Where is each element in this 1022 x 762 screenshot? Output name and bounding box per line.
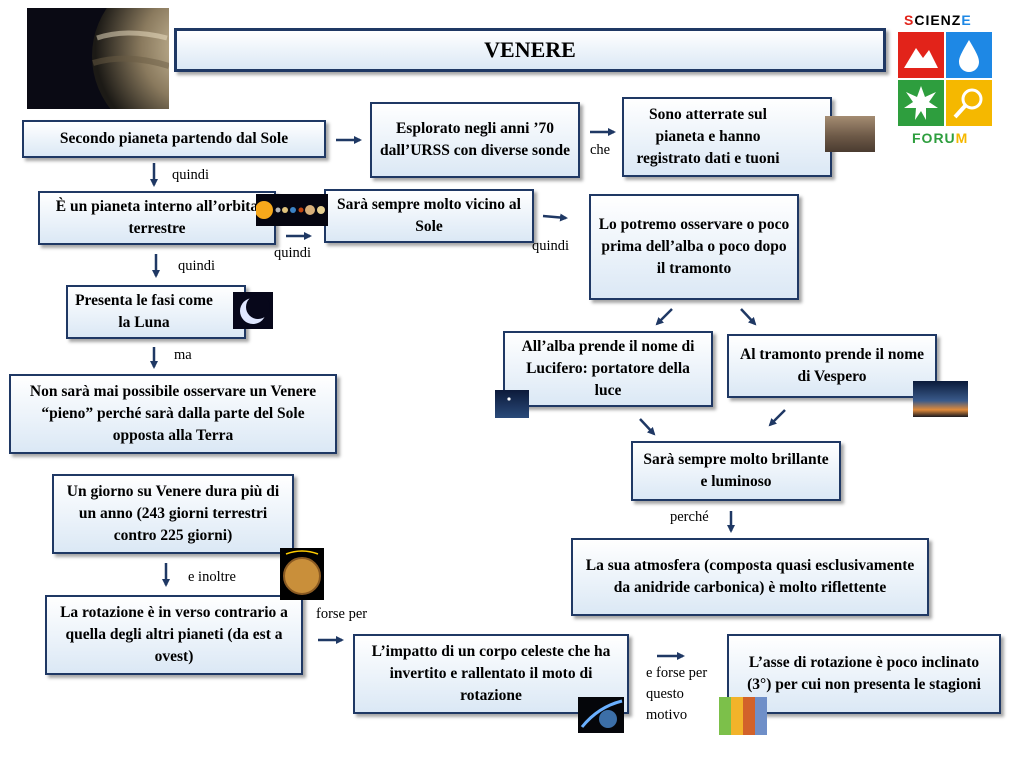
- arrow-osservare-to-alba: [655, 308, 673, 326]
- node-esplorato-urss: Esplorato negli anni ’70 dall’URSS con d…: [370, 102, 580, 178]
- node-osservare-alba-tramonto: Lo potremo osservare o poco prima dell’a…: [589, 194, 799, 300]
- node-atterrate-sonde: Sono atterrate sul pianeta e hanno regis…: [622, 97, 832, 177]
- connector-quindi-2: quindi: [274, 245, 312, 261]
- connector-ma: ma: [174, 347, 192, 363]
- connector-forse-per: forse per: [316, 606, 368, 622]
- connector-quindi-4: quindi: [178, 258, 216, 274]
- node-pianeta-interno: È un pianeta interno all’orbita terrestr…: [38, 191, 276, 245]
- arrow-osservare-to-tramonto: [740, 308, 757, 326]
- logo-tile-blue: [946, 32, 992, 78]
- logo-top-text: SCIENZE: [904, 12, 972, 28]
- logo-tile-yellow: [946, 80, 992, 126]
- node-venere-pieno: Non sarà mai possibile osservare un Vene…: [9, 374, 337, 454]
- landing-surface-image: [825, 116, 875, 152]
- node-asse-rotazione: L’asse di rotazione è poco inclinato (3°…: [727, 634, 1001, 714]
- page-title: VENERE: [174, 28, 886, 72]
- node-brillante-luminoso: Sarà sempre molto brillante e luminoso: [631, 441, 841, 501]
- impact-image: [578, 697, 624, 733]
- seasons-image: [719, 697, 767, 735]
- sunset-sky-image: [913, 381, 968, 417]
- connector-quindi-1: quindi: [172, 167, 210, 183]
- connector-perche: perché: [670, 509, 709, 525]
- logo-tile-green: [898, 80, 944, 126]
- node-alba-lucifero: All’alba prende il nome di Lucifero: por…: [503, 331, 713, 407]
- logo-tile-red: [898, 32, 944, 78]
- node-giorno-venere: Un giorno su Venere dura più di un anno …: [52, 474, 294, 554]
- node-rotazione-contraria: La rotazione è in verso contrario a quel…: [45, 595, 303, 675]
- arrow-alba-to-brillante: [639, 418, 656, 436]
- node-atmosfera: La sua atmosfera (composta quasi esclusi…: [571, 538, 929, 616]
- connector-e-inoltre: e inoltre: [188, 569, 236, 585]
- solar-system-image: [256, 194, 328, 226]
- arrow-tramonto-to-brillante: [768, 409, 786, 427]
- logo-bottom-text: FORUM: [912, 130, 969, 146]
- node-fasi-luna: Presenta le fasi come la Luna: [66, 285, 246, 339]
- moon-phase-image: [233, 292, 273, 329]
- node-tramonto-vespero: Al tramonto prende il nome di Vespero: [727, 334, 937, 398]
- dawn-sky-image: [495, 390, 529, 418]
- scienze-forum-logo: SCIENZE FORUM: [898, 12, 994, 152]
- connector-e-forse: e forse per questo motivo: [646, 665, 708, 723]
- connector-quindi-3: quindi: [532, 238, 570, 254]
- connector-che: che: [590, 142, 611, 158]
- arrow-vicino-to-osservare: [542, 213, 568, 222]
- venus-planet-image: [27, 8, 169, 109]
- venus-rotation-image: [280, 548, 324, 600]
- node-secondo-pianeta: Secondo pianeta partendo dal Sole: [22, 120, 326, 158]
